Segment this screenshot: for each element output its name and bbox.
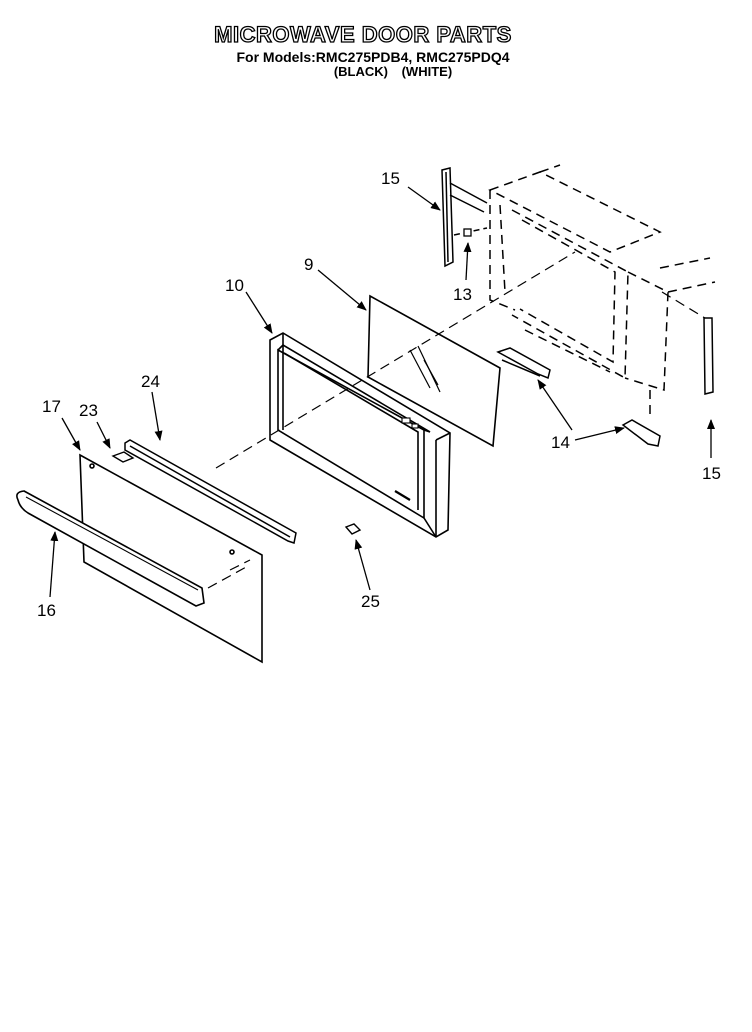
colors-line: (BLACK) (WHITE) xyxy=(333,64,453,79)
callout-15-top: 15 xyxy=(381,169,400,188)
part-16-handle xyxy=(16,490,205,607)
part-14-hinges xyxy=(496,347,661,447)
part-17-outer-panel xyxy=(79,453,263,664)
callout-15-right: 15 xyxy=(702,464,721,483)
callout-24: 24 xyxy=(141,372,160,391)
diagram-title: MICROWAVE DOOR PARTS xyxy=(214,21,512,47)
part-23-badge xyxy=(111,451,135,463)
part-9-glass xyxy=(367,294,501,448)
alignment-lines xyxy=(207,251,706,589)
callout-23: 23 xyxy=(79,401,98,420)
callout-9: 9 xyxy=(304,255,313,274)
callout-16: 16 xyxy=(37,601,56,620)
callout-13: 13 xyxy=(453,285,472,304)
part-13-clip xyxy=(463,228,472,237)
callout-17: 17 xyxy=(42,397,61,416)
models-line: For Models:RMC275PDB4, RMC275PDQ4 xyxy=(236,49,510,65)
part-25-clip xyxy=(344,523,362,535)
part-15-right-strip xyxy=(703,317,714,395)
callout-14: 14 xyxy=(551,433,570,452)
part-10-door-frame xyxy=(269,332,451,538)
cabinet-outline xyxy=(488,164,716,420)
part-24-trim-strip xyxy=(124,439,297,544)
callout-25: 25 xyxy=(361,592,380,611)
part-15-left-strip xyxy=(441,167,488,268)
callout-10: 10 xyxy=(225,276,244,295)
callout-leaders xyxy=(49,186,715,598)
